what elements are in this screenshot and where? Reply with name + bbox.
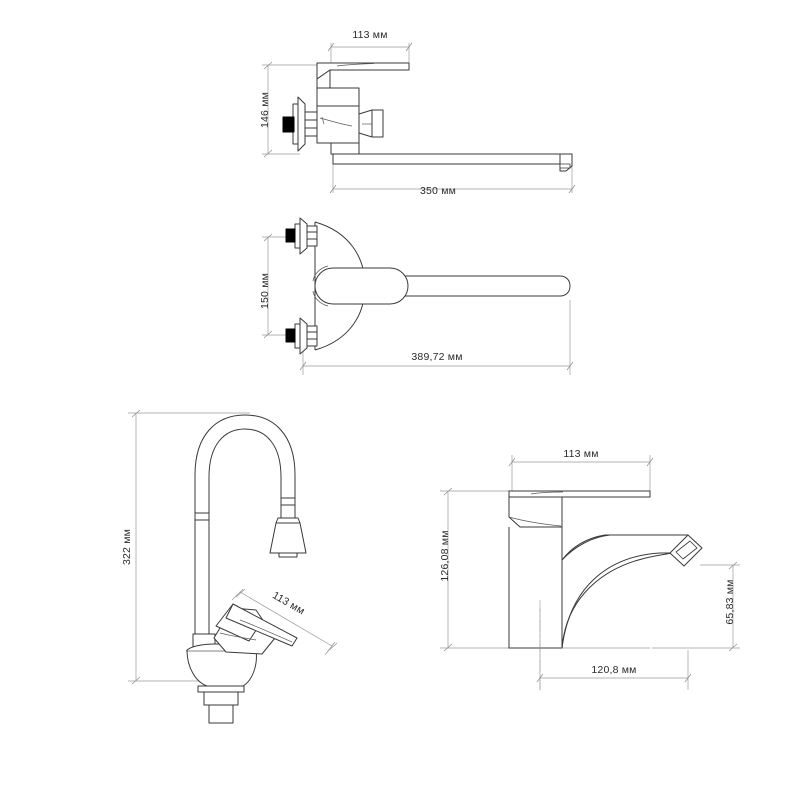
handle-blade [316,62,410,80]
ext-line [231,588,244,601]
handle-oval-top [314,267,409,305]
dim-tick [263,233,273,242]
dim-tick [235,588,246,598]
dim-tick [263,149,273,158]
left-nut [304,111,318,137]
gooseneck-outer [194,414,296,650]
dim-tick [684,673,692,683]
dim-tick [566,361,574,371]
dim-tick [327,642,338,652]
mount-washer [197,685,245,693]
wall-mixer-top-geometry [285,217,571,355]
view-basin-mixer: 113 мм 126,08 мм 65,83 мм 120,8 мм [439,448,740,690]
spout-under-sweep [561,552,673,649]
dim-line [239,591,333,647]
basin-handle-under-curve [508,516,562,527]
basin-handle-blade [508,490,651,498]
mixer-body [316,105,360,144]
dim-label-38972-bottom-view2: 389,72 мм [411,351,462,363]
dim-label-150-left-view2: 150 мм [259,273,271,309]
right-union [358,109,384,138]
left-escutcheon [297,96,306,152]
dim-label-6583-right-view4: 65,83 мм [724,579,736,624]
dim-tick [327,42,335,52]
dim-tick [646,457,654,467]
dim-angled-113-view3 [231,588,338,656]
handle-body-highlight [219,632,257,641]
ext-line [324,641,336,656]
top-plug-cap-lower [285,328,296,343]
dim-tick [443,643,453,652]
spout-tube [332,153,561,165]
body-seam-upper [312,265,329,282]
body-contour-2 [321,116,325,125]
dim-tick [443,487,453,496]
view-wall-mixer-front: 113 мм 146 мм 350 мм [259,29,576,197]
dimension-lines-view3 [128,409,338,685]
aerator-neck [280,504,296,519]
spout-shank [330,142,360,155]
dim-tick [728,643,738,652]
dim-label-1208-bottom-view4: 120,8 мм [591,664,636,676]
dim-tick [405,42,413,52]
aerator-collar [275,517,301,524]
dim-tick [131,676,141,685]
aerator-screen [278,552,298,558]
kitchen-mixer-geometry [186,414,307,724]
gooseneck-inner [208,428,282,650]
dim-tick [263,61,273,70]
top-escutcheon-upper [299,217,308,255]
top-escutcheon-lower [299,317,308,355]
handle-highlight [336,63,375,67]
spout-end [559,153,573,172]
dim-tick [568,184,576,194]
dim-tick [536,673,544,683]
top-nut-upper [306,225,318,247]
dim-tick [131,409,141,418]
dim-label-12608-left-view4: 126,08 мм [439,530,451,581]
basin-aerator-ring [675,540,698,560]
dim-label-322-left-view3: 322 мм [121,529,133,565]
mount-nut [203,691,239,706]
dim-label-146-left-view1: 146 мм [259,92,271,128]
dim-tick [508,457,516,467]
view-wall-mixer-top: 150 мм 389,72 мм [259,217,574,375]
top-escutcheon-upper-rim [294,223,301,249]
top-nut-lower [306,325,318,347]
top-escutcheon-lower-rim [294,323,301,349]
mount-thread [208,704,234,724]
dim-label-350-bottom-view1: 350 мм [420,185,456,197]
dim-tick [329,184,337,194]
dim-tick [263,330,273,339]
basin-body-outline [508,527,689,649]
view-kitchen-mixer: 322 мм 113 мм [121,409,338,724]
dim-label-113-top-view4: 113 мм [563,448,598,460]
handle-blade-highlight [239,619,293,643]
dimension-lines-view4 [440,455,740,690]
aerator [559,163,571,169]
wall-mixer-front-geometry [282,62,573,172]
basin-handle-highlight [530,491,564,495]
top-plug-cap-upper [285,228,296,243]
dim-label-113-top-view1: 113 мм [352,29,387,41]
spout-top-line [561,534,688,561]
cartridge-cover [316,87,360,107]
body-seam-lower [312,290,329,307]
left-plug-cap [282,116,295,133]
dim-tick [299,361,307,371]
handle-lever-blade [225,603,298,647]
dim-tick [728,561,738,570]
aerator-body [269,522,307,554]
basin-mixer-geometry [508,490,703,649]
